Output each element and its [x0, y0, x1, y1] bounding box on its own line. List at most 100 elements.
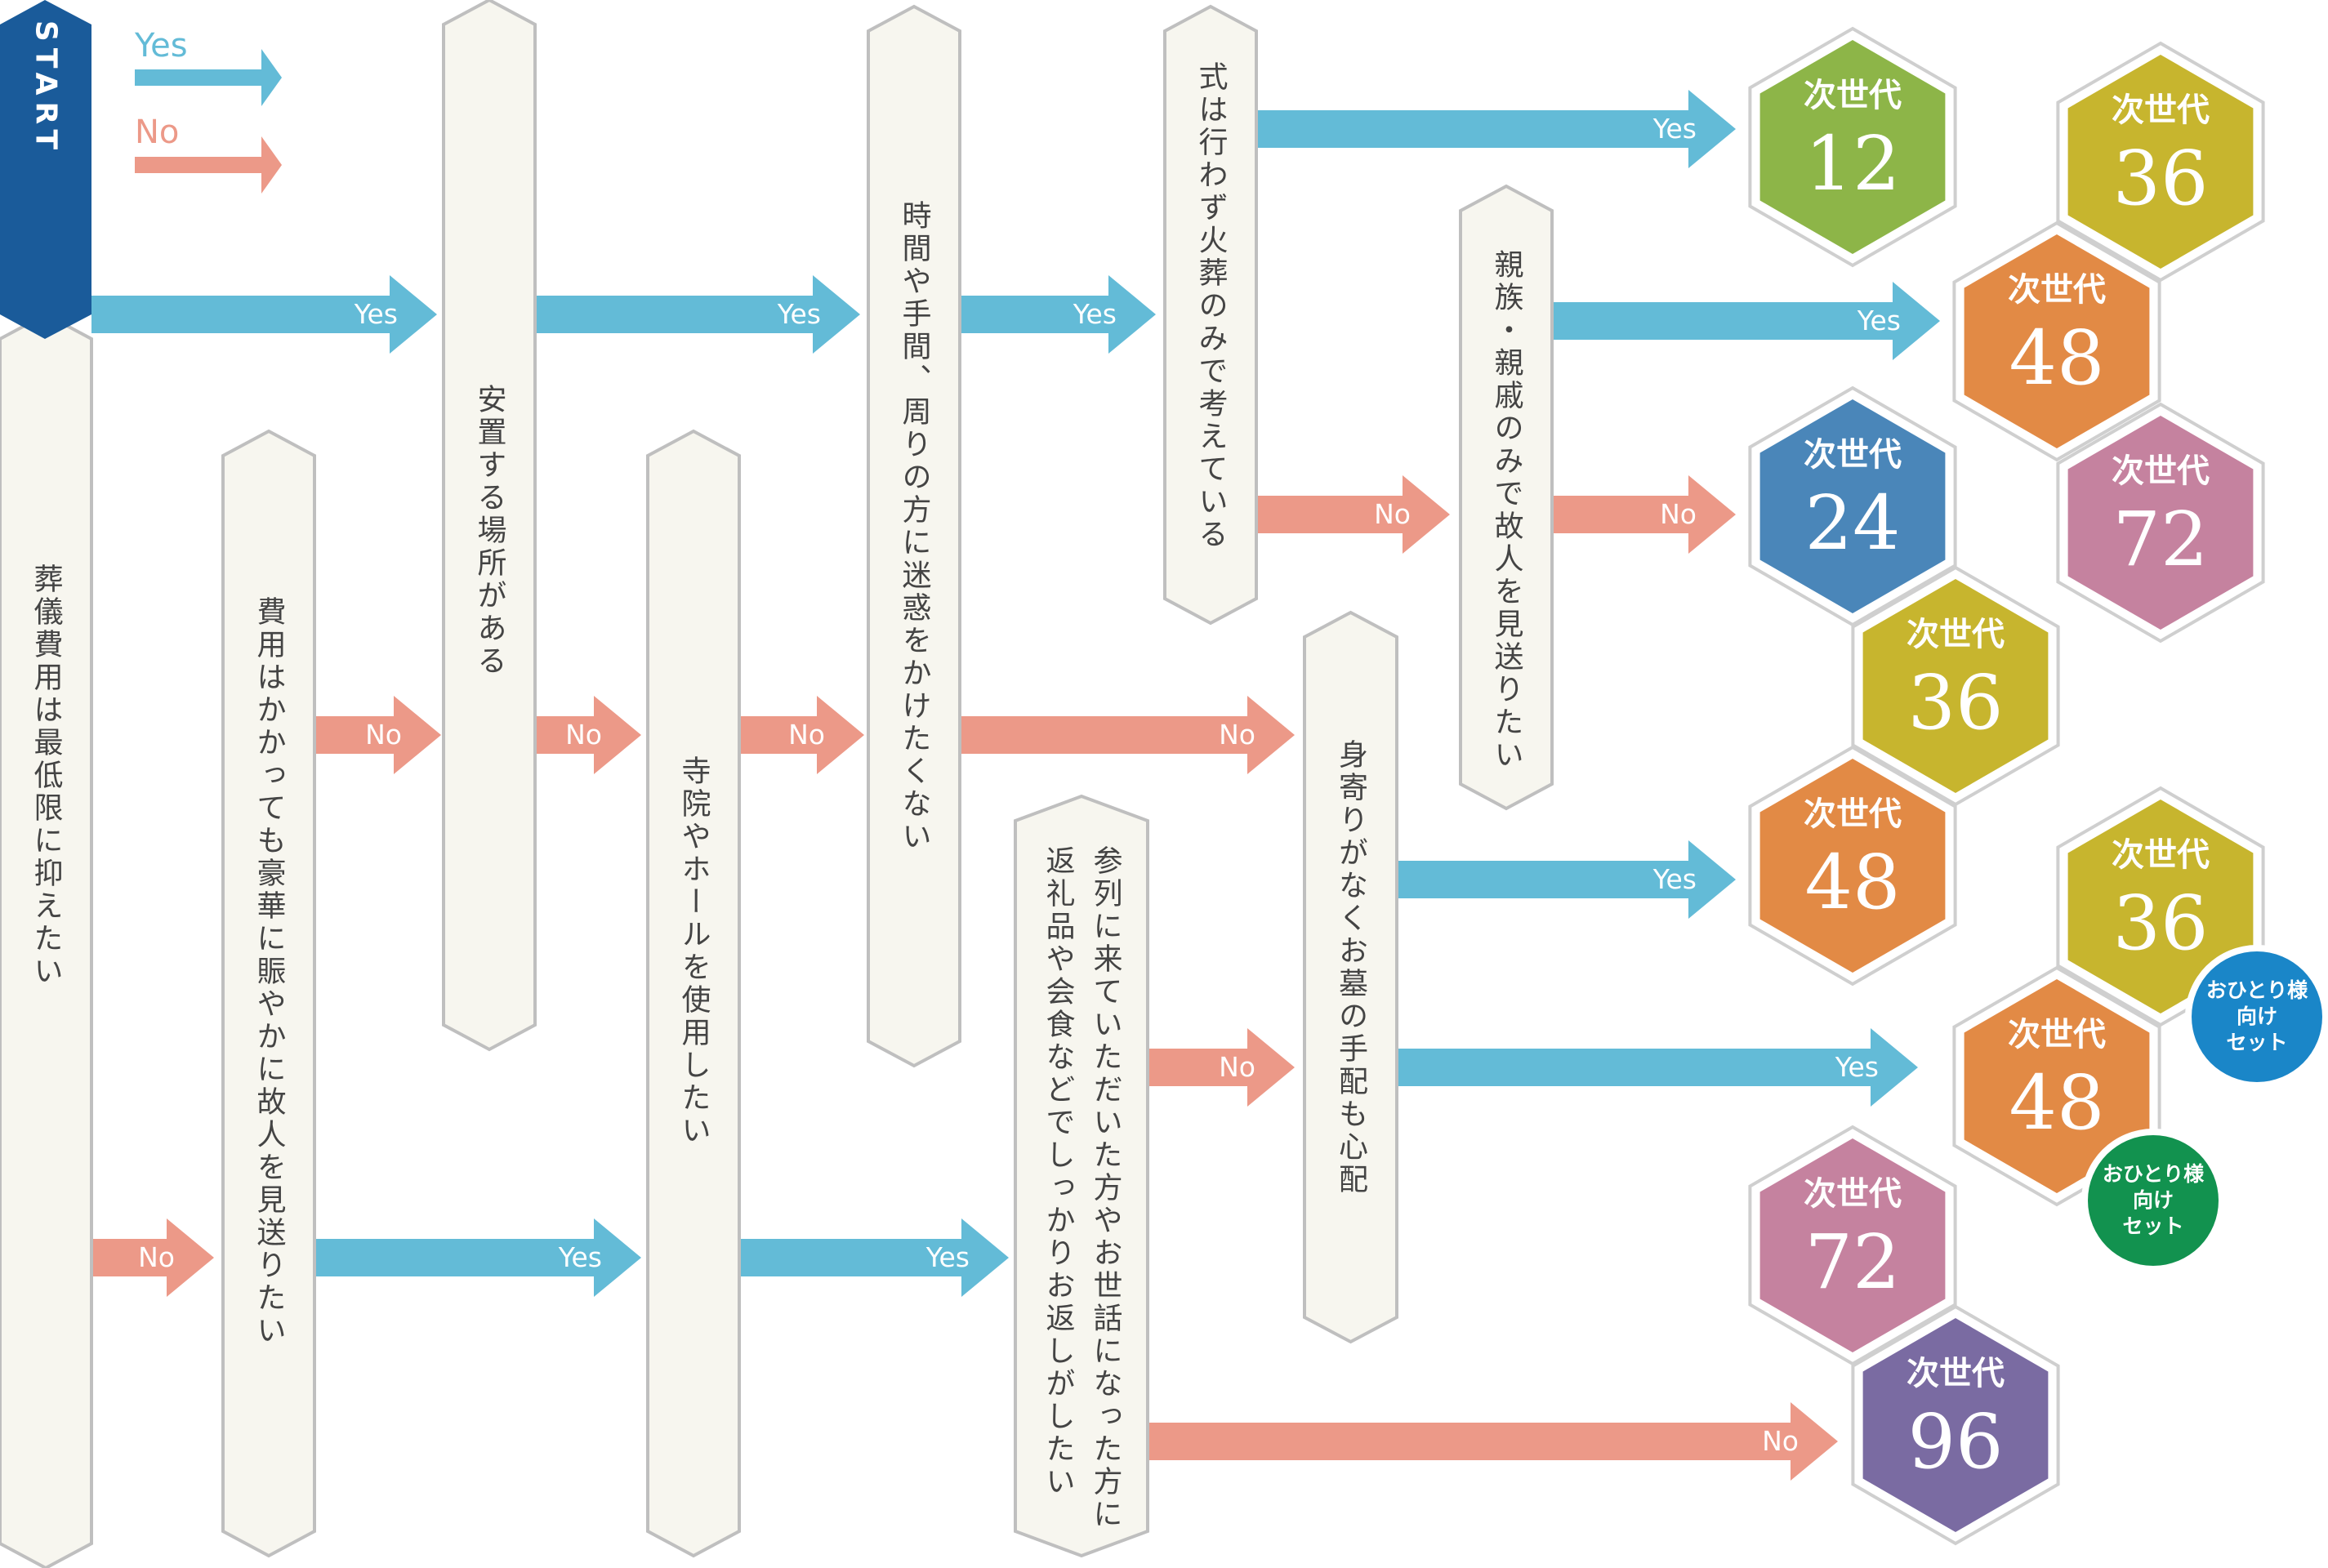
arrow-label: No	[1219, 719, 1255, 751]
result-number: 36	[1907, 659, 2003, 746]
arrow-label: No	[138, 1241, 175, 1273]
arrow-shape	[1397, 1028, 1918, 1107]
arrow-label: No	[1374, 498, 1411, 530]
result-number: 72	[2112, 496, 2208, 583]
result-number: 48	[2009, 314, 2104, 402]
arrow-shape	[739, 1218, 1009, 1297]
question-box-q4: 寺院やホールを使用したい	[646, 429, 741, 1558]
arrow-no: No	[739, 696, 864, 774]
question-box-q1: 葬儀費用は最低限に抑えたい	[0, 312, 93, 1568]
arrow-label: Yes	[1835, 1051, 1879, 1083]
result-number: 72	[1804, 1218, 1900, 1306]
arrow-label: Yes	[1073, 298, 1117, 330]
question-box-q3: 安置する場所がある	[442, 0, 537, 1052]
hexagon-shape	[2067, 800, 2254, 1013]
arrow-label: No	[565, 719, 602, 751]
arrow-label: No	[788, 719, 825, 751]
hexagon-shape	[1759, 40, 1946, 254]
question-text: 葬儀費用は最低限に抑えたい	[29, 564, 64, 988]
arrow-shape	[1148, 1028, 1295, 1107]
question-text: 寺院やホールを使用したい	[677, 755, 711, 1147]
arrow-shape	[1397, 840, 1736, 919]
question-box-shape	[442, 0, 537, 1052]
result-number: 12	[1804, 120, 1900, 207]
arrow-yes: Yes	[1397, 1028, 1918, 1107]
arrow-yes: Yes	[960, 275, 1156, 354]
arrow-shape	[314, 696, 441, 774]
arrow-label: No	[1660, 498, 1697, 530]
result-word: 次世代	[2112, 91, 2210, 129]
result-word: 次世代	[1804, 795, 1902, 833]
result-word: 次世代	[1804, 77, 1902, 114]
question-box-shape	[221, 429, 316, 1558]
arrow-shape	[1552, 282, 1940, 360]
question-box-shape	[1459, 184, 1554, 811]
question-box-q8: 身寄りがなくお墓の手配も心配	[1303, 610, 1398, 1344]
hexagon-shape	[1759, 759, 1946, 973]
result-word: 次世代	[2008, 271, 2106, 309]
result-hexagon-36: 次世代 36	[2056, 41, 2265, 283]
question-box-shape	[1014, 794, 1149, 1558]
question-box-q6: 参列に来ていただいた方やお世話になった方に返礼品や会食などでしっかりお返しがした…	[1014, 794, 1149, 1558]
hexagon-shape	[2067, 55, 2254, 269]
question-box-shape	[1303, 610, 1398, 1344]
legend-label: Yes	[134, 27, 188, 65]
hexagon-shape	[1862, 579, 2049, 793]
badge-circle	[2088, 1135, 2219, 1266]
arrow-no: No	[91, 1218, 214, 1297]
badge-text: 向け	[2133, 1188, 2174, 1212]
arrow-label: Yes	[1652, 863, 1697, 895]
arrow-label: Yes	[1857, 305, 1901, 336]
arrow-no: No	[314, 696, 441, 774]
question-text-continued: 返礼品や会食などでしっかりお返しがしたい	[1041, 845, 1075, 1499]
arrow-yes: Yes	[1256, 90, 1736, 168]
result-number: 48	[1804, 839, 1900, 926]
question-text: 参列に来ていただいた方やお世話になった方に	[1089, 845, 1122, 1531]
question-text: 費用はかかっても豪華に賑やかに故人を見送りたい	[252, 596, 287, 1348]
question-text: 親族・親戚のみで故人を見送りたい	[1490, 249, 1524, 772]
legend-label: No	[135, 114, 179, 151]
hexagon-shape	[1759, 1138, 1946, 1352]
badge-text: 向け	[2237, 1004, 2277, 1028]
arrow-label: Yes	[1652, 113, 1697, 145]
arrow-shape	[1256, 475, 1450, 554]
badge-text: おひとり様	[2103, 1162, 2205, 1186]
arrow-no: No	[535, 696, 641, 774]
arrow-shape	[960, 275, 1156, 354]
result-number: 48	[2009, 1059, 2104, 1147]
arrow-shape	[535, 696, 641, 774]
arrow-no: No	[1256, 475, 1450, 554]
arrow-yes: Yes	[739, 1218, 1009, 1297]
question-box-q2: 費用はかかっても豪華に賑やかに故人を見送りたい	[221, 429, 316, 1558]
arrow-shape	[739, 696, 864, 774]
result-word: 次世代	[1907, 616, 2005, 653]
arrow-label: No	[365, 719, 402, 751]
start-shape	[0, 0, 91, 339]
result-number: 96	[1907, 1398, 2003, 1486]
arrow-no: No	[1552, 475, 1736, 554]
arrow-no: No	[960, 696, 1295, 774]
arrow-shape	[960, 696, 1295, 774]
arrow-label: No	[1762, 1425, 1799, 1457]
hexagon-shape	[1964, 979, 2150, 1193]
arrow-label: No	[1219, 1051, 1255, 1083]
question-text: 身寄りがなくお墓の手配も心配	[1334, 739, 1367, 1196]
start-box: START	[0, 0, 91, 339]
legend-arrow-icon	[135, 136, 282, 194]
question-boxes: 葬儀費用は最低限に抑えたい 費用はかかっても豪華に賑やかに故人を見送りたい 安置する…	[0, 0, 1554, 1568]
question-box-shape	[646, 429, 741, 1558]
question-text: 式は行わず火葬のみで考えている	[1194, 61, 1229, 551]
arrow-yes: Yes	[91, 275, 437, 354]
result-word: 次世代	[1804, 436, 1902, 474]
question-text: 安置する場所がある	[473, 384, 506, 678]
arrow-shape	[314, 1218, 641, 1297]
hexagon-shape	[1759, 399, 1946, 613]
question-box-q5: 時間や手間、周りの方に迷惑をかけたくない	[867, 4, 961, 1068]
hexagon-shape	[1964, 234, 2150, 448]
result-number: 36	[2112, 135, 2208, 222]
result-word: 次世代	[2112, 452, 2210, 490]
result-hexagon-12: 次世代 12	[1748, 26, 1957, 268]
